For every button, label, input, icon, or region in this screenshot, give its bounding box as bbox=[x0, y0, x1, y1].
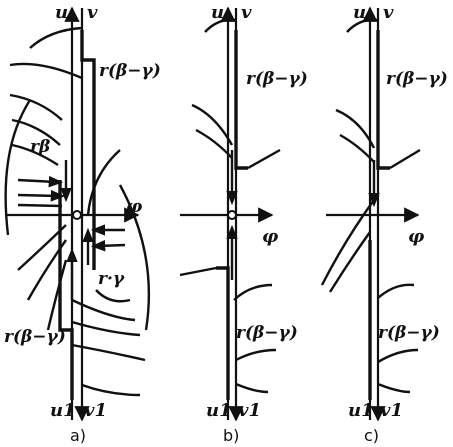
panel-a-traj-1 bbox=[9, 62, 83, 80]
panel-a-traj-10 bbox=[46, 259, 68, 331]
panel-b-traj-7 bbox=[235, 382, 269, 394]
panel-a-saddle-point bbox=[72, 210, 82, 220]
panel-b-label-upper-beta-gamma: r(β−γ) bbox=[246, 69, 308, 89]
panel-b-traj-4 bbox=[179, 266, 217, 277]
panel-c-caption: c) bbox=[364, 426, 379, 445]
panel-b-upper-boundary bbox=[234, 30, 248, 170]
panel-c-separatrix-curve bbox=[320, 199, 375, 286]
panel-a-label-upper-beta-gamma: r(β−γ) bbox=[99, 61, 161, 81]
panel-a-traj-18 bbox=[81, 383, 141, 397]
panel-c-traj-3 bbox=[389, 148, 421, 170]
panel-c-label-u1: u1 bbox=[348, 400, 374, 421]
panel-c-outer-arc bbox=[346, 18, 379, 33]
panel-b-lower-boundary bbox=[216, 266, 230, 400]
panel-b-traj-2 bbox=[195, 128, 233, 159]
panel-c-traj-2 bbox=[339, 133, 375, 163]
panel-a-label-v: v bbox=[87, 2, 98, 23]
panel-c-traj-5 bbox=[377, 283, 415, 299]
panel-a-traj-8 bbox=[17, 224, 67, 271]
panel-a-label-u: u bbox=[55, 2, 68, 23]
panel-b-label-v1: v1 bbox=[238, 400, 261, 421]
panel-a-traj-7 bbox=[17, 203, 63, 208]
panel-c-label-phi: φ bbox=[408, 226, 425, 247]
panel-a-label-gamma: r·γ bbox=[98, 269, 125, 289]
panel-c-label-u: u bbox=[353, 2, 366, 23]
panel-a-upper-boundary bbox=[80, 30, 96, 270]
panel-a-traj-11 bbox=[86, 149, 121, 216]
panel-a-label-phi: φ bbox=[126, 196, 143, 217]
panel-a-traj-3 bbox=[11, 118, 61, 146]
panel-a-caption: a) bbox=[70, 426, 86, 445]
panel-a-traj-4 bbox=[11, 143, 59, 167]
panel-c-traj-6 bbox=[377, 348, 419, 364]
panel-a-outer-arc bbox=[29, 26, 83, 49]
panel-a-traj-2 bbox=[9, 93, 63, 121]
panel-a-outer-arc-right bbox=[118, 184, 151, 331]
panel-c-label-v: v bbox=[383, 2, 394, 23]
panel-a-traj-14 bbox=[95, 289, 131, 303]
panel-b-outer-arc bbox=[204, 18, 237, 33]
panel-a-traj-9 bbox=[26, 239, 67, 301]
panel-b-label-u: u bbox=[211, 2, 224, 23]
panel-c-label-lower-beta-gamma: r(β−γ) bbox=[378, 323, 440, 343]
panel-c-traj-4 bbox=[328, 231, 371, 293]
panel-c-upper-boundary bbox=[376, 30, 390, 170]
panel-b-saddle-point bbox=[227, 210, 237, 220]
panel-b-traj-6 bbox=[235, 348, 277, 362]
panel-b-label-v: v bbox=[241, 2, 252, 23]
panel-a-traj-5 bbox=[17, 175, 64, 188]
panel-b-traj-1 bbox=[191, 103, 234, 146]
panel-a-outer-arc-left bbox=[4, 99, 32, 236]
panel-c-label-v1: v1 bbox=[380, 400, 403, 421]
panel-b-caption: b) bbox=[223, 426, 239, 445]
panel-b-traj-3 bbox=[247, 148, 281, 170]
panel-c-traj-7 bbox=[377, 382, 411, 394]
panel-a-traj-15 bbox=[71, 298, 136, 322]
panel-c-label-upper-beta-gamma: r(β−γ) bbox=[386, 69, 448, 89]
panel-a: u v r(β−γ) rβ φ r·γ r(β−γ) u1 v1 a) bbox=[4, 2, 161, 445]
panel-a-traj-6 bbox=[17, 190, 66, 202]
panel-a-lower-boundary bbox=[58, 180, 74, 400]
panel-b-label-lower-beta-gamma: r(β−γ) bbox=[236, 323, 298, 343]
panel-a-traj-17 bbox=[71, 343, 146, 362]
panel-c-traj-1 bbox=[335, 108, 376, 149]
panel-a-label-lower-beta-gamma: r(β−γ) bbox=[4, 327, 66, 347]
panel-b-traj-5 bbox=[233, 283, 273, 301]
panel-c: u v r(β−γ) φ r(β−γ) u1 v1 c) bbox=[320, 2, 448, 445]
panel-b-label-u1: u1 bbox=[206, 400, 232, 421]
panel-a-label-beta: rβ bbox=[30, 137, 50, 157]
panel-a-traj-16 bbox=[71, 320, 141, 337]
panel-a-label-u1: u1 bbox=[50, 400, 76, 421]
panel-a-traj-13 bbox=[90, 239, 126, 252]
panel-b-label-phi: φ bbox=[262, 226, 279, 247]
panel-b: u v r(β−γ) φ r(β−γ) u1 v1 b) bbox=[179, 2, 308, 445]
panel-a-label-v1: v1 bbox=[84, 400, 107, 421]
